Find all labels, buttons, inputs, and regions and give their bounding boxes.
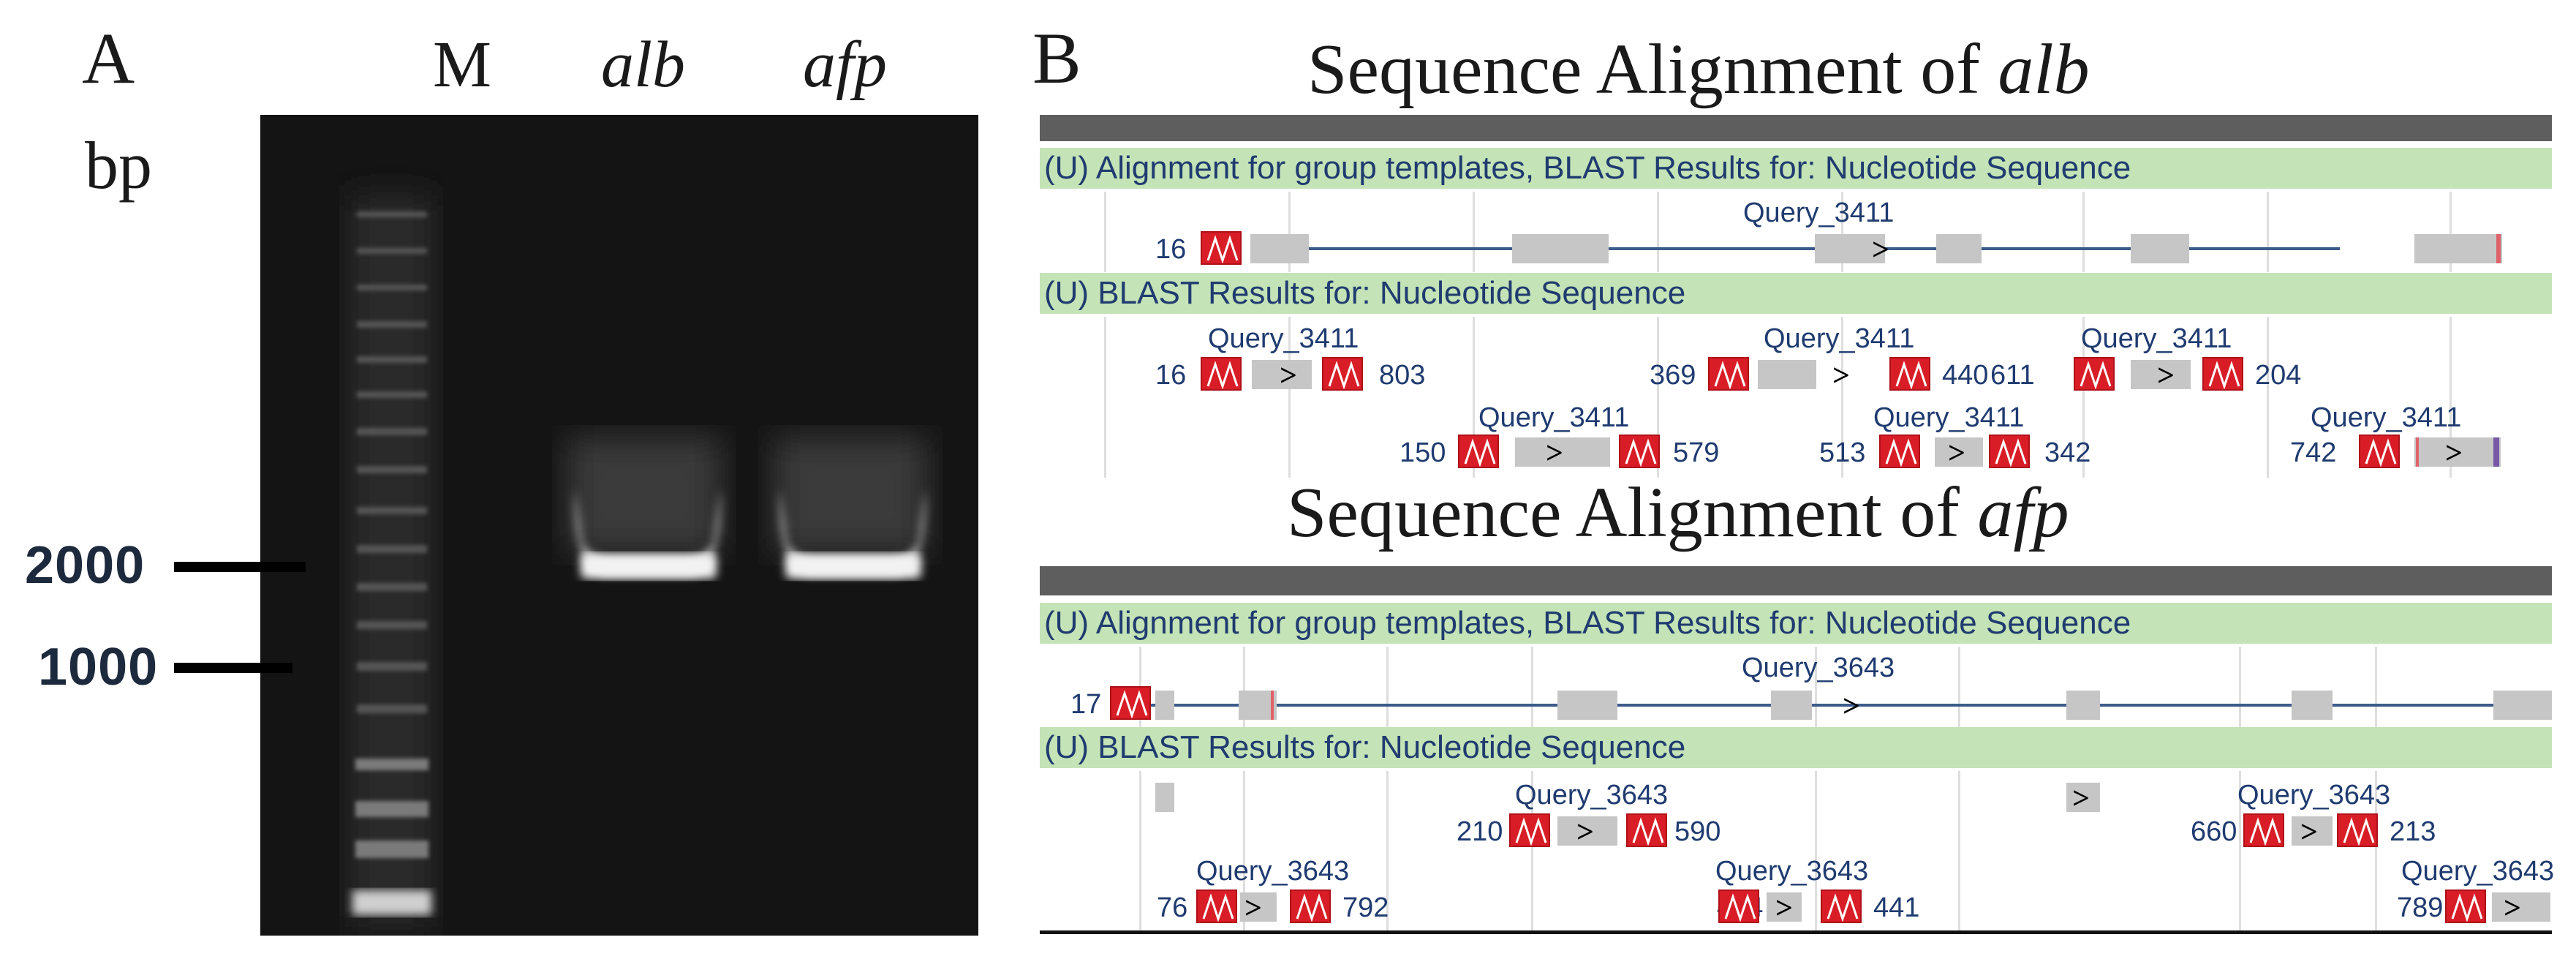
hit-icon[interactable] [2243, 813, 2284, 847]
alb-group-start: 16 [1155, 234, 1187, 265]
hit-icon[interactable] [2074, 357, 2115, 391]
alb-group-hit-icon[interactable] [1201, 231, 1242, 265]
alb-header-bar [1040, 115, 2552, 141]
afp-blast-track: > [1040, 771, 2552, 933]
afp-header-bar [1040, 566, 2552, 595]
afp-title-gene: afp [1977, 473, 2069, 552]
alb-blast-track [1040, 317, 2552, 478]
hit-icon[interactable] [1708, 357, 1749, 391]
bp-unit-label: bp [85, 128, 152, 203]
gel-image [260, 115, 978, 936]
marker-2000-label: 2000 [25, 536, 146, 595]
alb-hit-3-start: 611 [1990, 360, 2035, 391]
hit-icon[interactable] [1718, 890, 1759, 923]
hit-icon[interactable] [1619, 435, 1660, 468]
alb-hit-2-end: 440 [1942, 360, 1989, 391]
hit-icon[interactable] [2359, 435, 2400, 468]
alb-hit-4-start: 150 [1400, 437, 1446, 468]
hit-icon[interactable] [1626, 813, 1667, 847]
marker-2000-line [174, 562, 306, 572]
arrow-icon: > [2445, 437, 2463, 470]
hit-icon[interactable] [1889, 357, 1930, 391]
arrow-icon: > [2300, 816, 2318, 849]
panel-a-letter: A [82, 18, 135, 99]
arrow-icon: > [1872, 233, 1889, 267]
afp-hit-1-start: 210 [1457, 816, 1503, 847]
alb-hit-1-query[interactable]: Query_3411 [1208, 323, 1359, 354]
afp-group-track-header[interactable]: (U) Alignment for group templates, BLAST… [1040, 603, 2552, 644]
afp-title: Sequence Alignment of afp [1287, 477, 2069, 549]
arrow-icon: > [1576, 816, 1594, 849]
hit-icon[interactable] [1989, 435, 2030, 468]
alb-hit-5-start: 513 [1819, 437, 1866, 468]
hit-icon[interactable] [1821, 890, 1862, 923]
lane-label-marker: M [433, 29, 492, 101]
alb-hit-2-query[interactable]: Query_3411 [1764, 323, 1915, 354]
hit-icon[interactable] [1458, 435, 1499, 468]
alb-hit-4-end: 579 [1673, 437, 1720, 468]
afp-hit-2-query[interactable]: Query_3643 [2237, 780, 2391, 811]
hit-icon[interactable] [1322, 357, 1363, 391]
hit-icon[interactable] [2337, 813, 2378, 847]
marker-1000-line [174, 663, 292, 673]
afp-hit-4-query[interactable]: Query_3643 [1715, 856, 1869, 887]
arrow-icon: > [1948, 437, 1965, 470]
arrow-icon: > [2072, 782, 2090, 816]
afp-group-start: 17 [1070, 689, 1102, 720]
alb-blast-track-header[interactable]: (U) BLAST Results for: Nucleotide Sequen… [1040, 273, 2552, 314]
arrow-icon: > [1843, 690, 1860, 723]
afp-group-query[interactable]: Query_3643 [1742, 653, 1895, 683]
lane-label-alb: alb [601, 29, 686, 101]
alb-hit-1-end: 803 [1379, 360, 1426, 391]
marker-1000-label: 1000 [38, 638, 159, 696]
alb-hit-3-end: 204 [2255, 360, 2302, 391]
alb-hit-3-query[interactable]: Query_3411 [2081, 323, 2232, 354]
alb-hit-5-query[interactable]: Query_3411 [1873, 402, 2025, 433]
afp-group-hit-icon[interactable] [1110, 686, 1151, 720]
hit-icon[interactable] [1196, 890, 1237, 923]
hit-icon[interactable] [1290, 890, 1331, 923]
arrow-icon: > [2504, 892, 2521, 925]
alb-hit-5-end: 342 [2044, 437, 2091, 468]
afp-title-prefix: Sequence Alignment of [1287, 473, 1978, 552]
hit-icon[interactable] [2202, 357, 2243, 391]
alb-group-track: > [1040, 192, 2552, 272]
afp-hit-2-end: 213 [2390, 816, 2436, 847]
alb-hit-6-query[interactable]: Query_3411 [2311, 402, 2462, 433]
hit-icon[interactable] [2445, 890, 2486, 923]
afp-hit-5-start: 789 [2397, 892, 2444, 923]
alb-hit-1-start: 16 [1155, 360, 1187, 391]
alb-title: Sequence Alignment of alb [1307, 34, 2090, 105]
hit-icon[interactable] [1509, 813, 1550, 847]
alb-hit-2-start: 369 [1650, 360, 1696, 391]
afp-blast-track-header[interactable]: (U) BLAST Results for: Nucleotide Sequen… [1040, 727, 2552, 768]
afp-hit-1-query[interactable]: Query_3643 [1515, 780, 1669, 811]
arrow-icon: > [1546, 437, 1563, 470]
gel-bands [348, 195, 927, 927]
panel-b-letter: B [1032, 18, 1081, 99]
arrow-icon: > [1280, 359, 1297, 393]
alb-hit-6-start: 742 [2290, 437, 2337, 468]
arrow-icon: > [1244, 892, 1262, 925]
alb-title-prefix: Sequence Alignment of [1307, 30, 1998, 109]
afp-hit-2-start: 660 [2191, 816, 2237, 847]
hit-icon[interactable] [1879, 435, 1920, 468]
hit-icon[interactable] [1201, 357, 1242, 391]
arrow-icon: > [1832, 359, 1850, 393]
afp-hit-1-end: 590 [1674, 816, 1721, 847]
afp-hit-3-start: 76 [1157, 892, 1188, 923]
afp-hit-4-end: 441 [1873, 892, 1920, 923]
lane-label-afp: afp [803, 29, 888, 101]
alb-group-query[interactable]: Query_3411 [1743, 198, 1895, 228]
alb-title-gene: alb [1998, 30, 2090, 109]
arrow-icon: > [1775, 892, 1793, 925]
alb-hit-4-query[interactable]: Query_3411 [1478, 402, 1630, 433]
afp-hit-3-end: 792 [1342, 892, 1389, 923]
afp-hit-5-query[interactable]: Query_3643 [2401, 856, 2555, 887]
arrow-icon: > [2157, 359, 2175, 393]
alb-group-track-header[interactable]: (U) Alignment for group templates, BLAST… [1040, 148, 2552, 189]
afp-bottom-rule [1040, 930, 2552, 934]
afp-hit-3-query[interactable]: Query_3643 [1196, 856, 1350, 887]
afp-group-track: > [1040, 647, 2552, 727]
